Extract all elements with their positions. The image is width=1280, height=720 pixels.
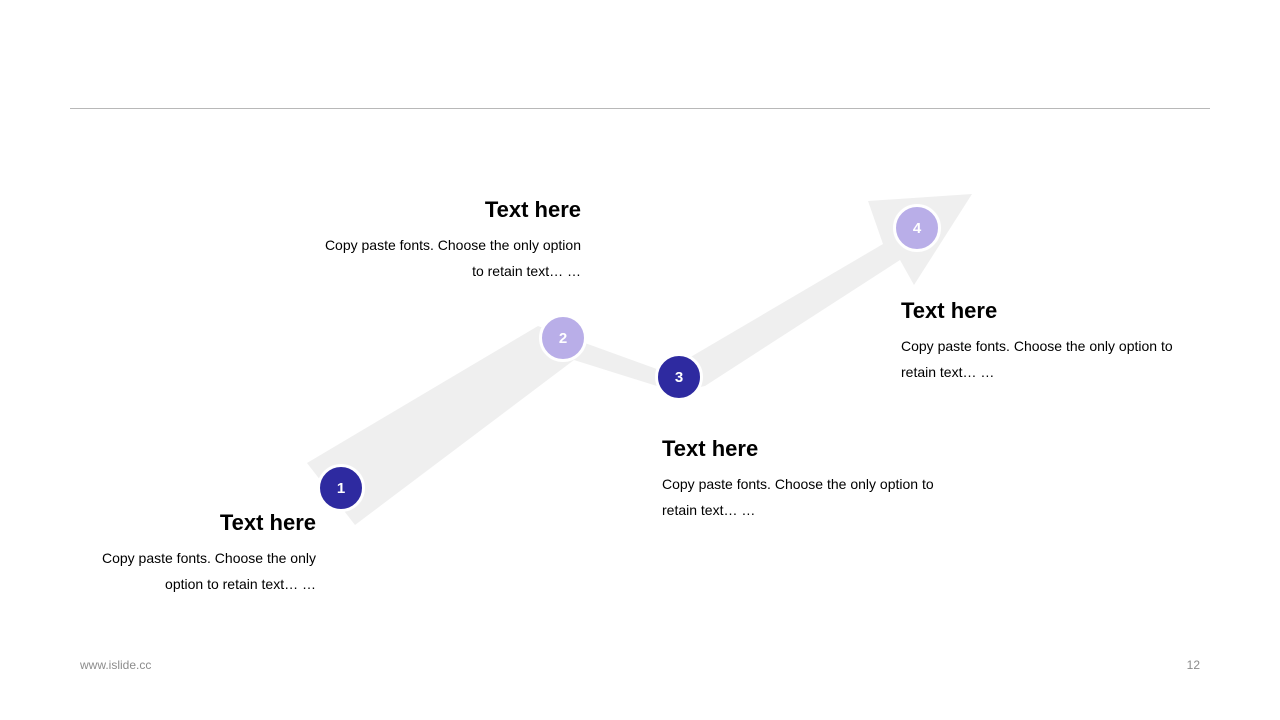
step-1-marker: 1	[317, 464, 365, 512]
step-1-body-line-2: option to retain text… …	[165, 576, 316, 592]
step-3-body: Copy paste fonts. Choose the only option…	[662, 471, 982, 523]
step-4-body-line-1: Copy paste fonts. Choose the only option…	[901, 338, 1173, 354]
step-2-body-line-2: to retain text… …	[472, 263, 581, 279]
step-4-marker: 4	[893, 204, 941, 252]
header-divider	[70, 108, 1210, 109]
step-3-body-line-1: Copy paste fonts. Choose the only option…	[662, 476, 934, 492]
step-4-title: Text here	[901, 298, 998, 323]
step-2-title: Text here	[484, 197, 581, 222]
step-4-number: 4	[912, 219, 922, 237]
footer-website: www.islide.cc	[80, 658, 152, 672]
step-1-body-line-1: Copy paste fonts. Choose the only	[101, 550, 316, 566]
step-1-number: 1	[336, 479, 346, 497]
step-3-number: 3	[674, 368, 684, 386]
step-2-marker: 2	[539, 314, 587, 362]
step-3-callout: Text here Copy paste fonts. Choose the o…	[662, 435, 982, 523]
step-3-body-line-2: retain text… …	[662, 502, 756, 518]
step-2-number: 2	[558, 329, 568, 347]
step-4-body-line-2: retain text… …	[901, 364, 995, 380]
step-3-marker: 3	[655, 353, 703, 401]
step-1-callout: Text here Copy paste fonts. Choose the o…	[56, 509, 316, 597]
step-4-body: Copy paste fonts. Choose the only option…	[901, 333, 1221, 385]
step-4-callout: Text here Copy paste fonts. Choose the o…	[901, 297, 1221, 385]
step-3-title: Text here	[662, 436, 759, 461]
step-2-body: Copy paste fonts. Choose the only option…	[281, 232, 581, 284]
footer-page-number: 12	[1186, 658, 1200, 672]
step-2-body-line-1: Copy paste fonts. Choose the only option	[324, 237, 581, 253]
step-1-title: Text here	[219, 510, 316, 535]
step-1-body: Copy paste fonts. Choose the only option…	[56, 545, 316, 597]
step-2-callout: Text here Copy paste fonts. Choose the o…	[281, 196, 581, 284]
